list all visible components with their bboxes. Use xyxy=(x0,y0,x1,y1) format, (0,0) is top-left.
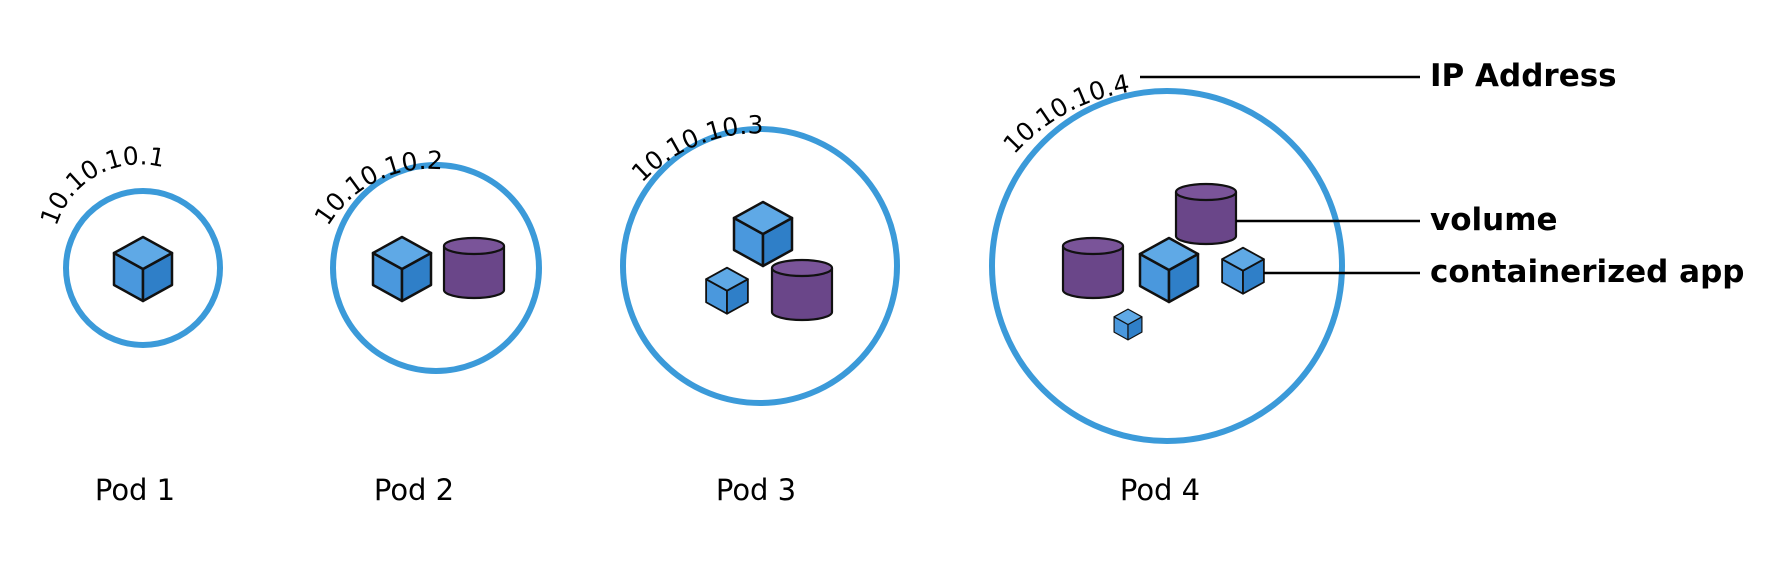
pod-2-circle xyxy=(330,162,542,374)
cube-icon xyxy=(1221,246,1265,295)
pod-4-label: Pod 4 xyxy=(1120,473,1200,507)
pod-3-label: Pod 3 xyxy=(716,473,796,507)
pod-3-circle xyxy=(620,126,900,406)
pod-2: 10.10.10.2 Pod 2 xyxy=(309,146,542,507)
legend-ip-address: IP Address xyxy=(1430,58,1617,94)
legend: IP Address volume containerized app xyxy=(1140,58,1744,290)
cylinder-icon xyxy=(770,258,834,322)
pod-1-label: Pod 1 xyxy=(95,473,175,507)
pod-4-ip-address: 10.10.10.4 xyxy=(997,69,1131,159)
cube-icon xyxy=(112,235,174,303)
cube-icon xyxy=(705,266,749,315)
legend-volume: volume xyxy=(1430,202,1558,238)
pod-3-ip-address: 10.10.10.3 xyxy=(626,110,764,187)
pod-4-circle xyxy=(989,88,1345,444)
cylinder-icon xyxy=(1061,236,1125,300)
cube-icon xyxy=(371,235,433,303)
cylinder-icon xyxy=(442,236,506,300)
pod-4: 10.10.10.4 Pod 4 xyxy=(989,69,1345,507)
pod-2-label: Pod 2 xyxy=(374,473,454,507)
cube-icon xyxy=(1113,308,1143,341)
pod-3: 10.10.10.3 Pod 3 xyxy=(620,110,900,507)
pod-1: 10.10.10.1 Pod 1 xyxy=(35,141,223,507)
pod-1-circle xyxy=(63,188,223,348)
cylinder-icon xyxy=(1174,182,1238,246)
cube-icon xyxy=(732,200,794,268)
legend-containerized-app: containerized app xyxy=(1430,254,1744,290)
pod-1-ip-address: 10.10.10.1 xyxy=(35,141,168,229)
pod-2-ip-address: 10.10.10.2 xyxy=(309,146,444,231)
cube-icon xyxy=(1138,236,1200,304)
